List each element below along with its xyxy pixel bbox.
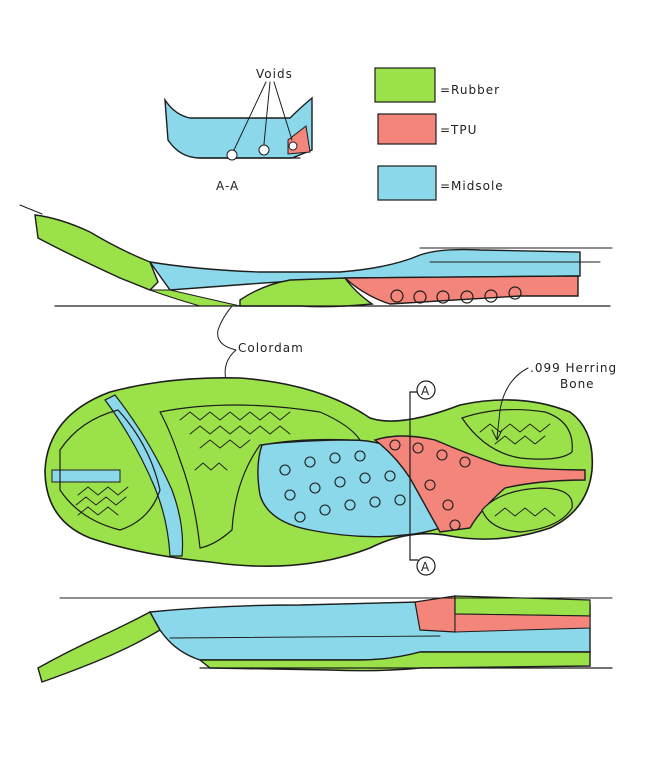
profile-bottom-rubber-heel bbox=[454, 613, 591, 633]
dimple bbox=[279, 464, 291, 476]
dimple bbox=[459, 456, 471, 468]
section-marker-top bbox=[416, 380, 436, 400]
dimple bbox=[294, 511, 306, 523]
dimple bbox=[436, 449, 448, 461]
dimple bbox=[309, 482, 321, 494]
voids-leader-1 bbox=[233, 81, 267, 151]
side-profile-top bbox=[19, 204, 613, 308]
dimple bbox=[449, 519, 461, 531]
outsole-tpu-dimples bbox=[389, 439, 471, 531]
herringbone-leader bbox=[496, 367, 529, 439]
dimple bbox=[344, 499, 356, 511]
tpu-void bbox=[413, 290, 427, 304]
tpu-void bbox=[508, 286, 522, 300]
outsole-herringbone-midfoot bbox=[179, 411, 291, 471]
profile-bottom-tpu bbox=[414, 595, 456, 633]
profile-top-rubber-heel bbox=[239, 277, 374, 308]
dimple bbox=[384, 470, 396, 482]
section-void-2 bbox=[258, 144, 270, 156]
outsole-bottom-view bbox=[44, 376, 594, 568]
outsole-forefoot-stripe bbox=[104, 394, 184, 557]
colordam-annotation: Colordam bbox=[217, 305, 304, 381]
legend-item-rubber: =Rubber bbox=[374, 67, 500, 103]
section-marker-bottom-label: A bbox=[421, 560, 430, 574]
side-profile-bottom bbox=[37, 595, 613, 683]
herringbone-callout: .099 Herring Bone bbox=[491, 361, 617, 441]
outsole-tpu-panel bbox=[373, 435, 586, 533]
legend-swatch-tpu bbox=[377, 113, 437, 145]
legend-label-midsole: =Midsole bbox=[440, 179, 504, 193]
section-midsole-shape bbox=[164, 96, 313, 159]
legend-swatch-midsole bbox=[377, 165, 437, 201]
legend-item-midsole: =Midsole bbox=[377, 165, 504, 201]
section-cut-line: A A bbox=[409, 380, 436, 576]
dimple bbox=[424, 479, 436, 491]
legend-label-rubber: =Rubber bbox=[440, 83, 500, 97]
voids-leader-2 bbox=[263, 81, 271, 145]
tpu-void bbox=[460, 290, 474, 304]
herringbone-label-line1: .099 Herring bbox=[530, 361, 617, 375]
dimple bbox=[369, 496, 381, 508]
dimple bbox=[284, 489, 296, 501]
dimple bbox=[442, 499, 454, 511]
outsole-heel-pod bbox=[461, 408, 573, 460]
colordam-leader bbox=[217, 305, 237, 381]
tpu-void bbox=[484, 289, 498, 303]
section-marker-bottom bbox=[416, 556, 436, 576]
outsole-herringbone-forefoot bbox=[75, 486, 129, 516]
section-label: A-A bbox=[216, 179, 239, 193]
dimple bbox=[354, 450, 366, 462]
voids-callout-label: Voids bbox=[256, 67, 293, 81]
legend-swatch-rubber bbox=[374, 67, 436, 103]
dimple bbox=[412, 442, 424, 454]
profile-top-rubber bbox=[34, 214, 159, 291]
outsole-toe-stripe bbox=[51, 469, 121, 483]
legend: =Rubber =TPU =Midsole bbox=[374, 67, 504, 201]
legend-label-tpu: =TPU bbox=[440, 123, 477, 137]
profile-top-forefoot-rubber bbox=[149, 289, 241, 307]
herringbone-arrowhead bbox=[491, 429, 503, 441]
section-a-a: Voids A-A bbox=[164, 67, 313, 193]
profile-top-tpu-voids bbox=[390, 286, 522, 304]
voids-leader-3 bbox=[273, 81, 293, 141]
dimple bbox=[359, 472, 371, 484]
outsole-herringbone-heel bbox=[479, 423, 556, 517]
profile-top-toe-line bbox=[19, 204, 43, 215]
dimple bbox=[334, 476, 346, 488]
section-marker-top-label: A bbox=[421, 384, 430, 398]
profile-bottom-rubber-heel-top bbox=[454, 595, 591, 617]
section-void-1 bbox=[226, 149, 238, 161]
dimple bbox=[304, 456, 316, 468]
profile-bottom-rubber-toe bbox=[37, 611, 161, 683]
profile-bottom-midline bbox=[169, 635, 441, 639]
legend-item-tpu: =TPU bbox=[377, 113, 477, 145]
outsole-forefoot-pod bbox=[59, 409, 161, 531]
colordam-label: Colordam bbox=[238, 341, 304, 355]
tpu-void bbox=[390, 289, 404, 303]
outsole-midfoot-pod bbox=[159, 404, 361, 549]
dimple bbox=[394, 494, 406, 506]
dimple bbox=[329, 452, 341, 464]
dimple bbox=[319, 504, 331, 516]
outsole-midsole-dimples bbox=[279, 450, 406, 523]
herringbone-label-line2: Bone bbox=[560, 377, 595, 391]
dimple bbox=[389, 439, 401, 451]
tpu-void bbox=[436, 290, 450, 304]
section-void-3 bbox=[288, 141, 298, 151]
